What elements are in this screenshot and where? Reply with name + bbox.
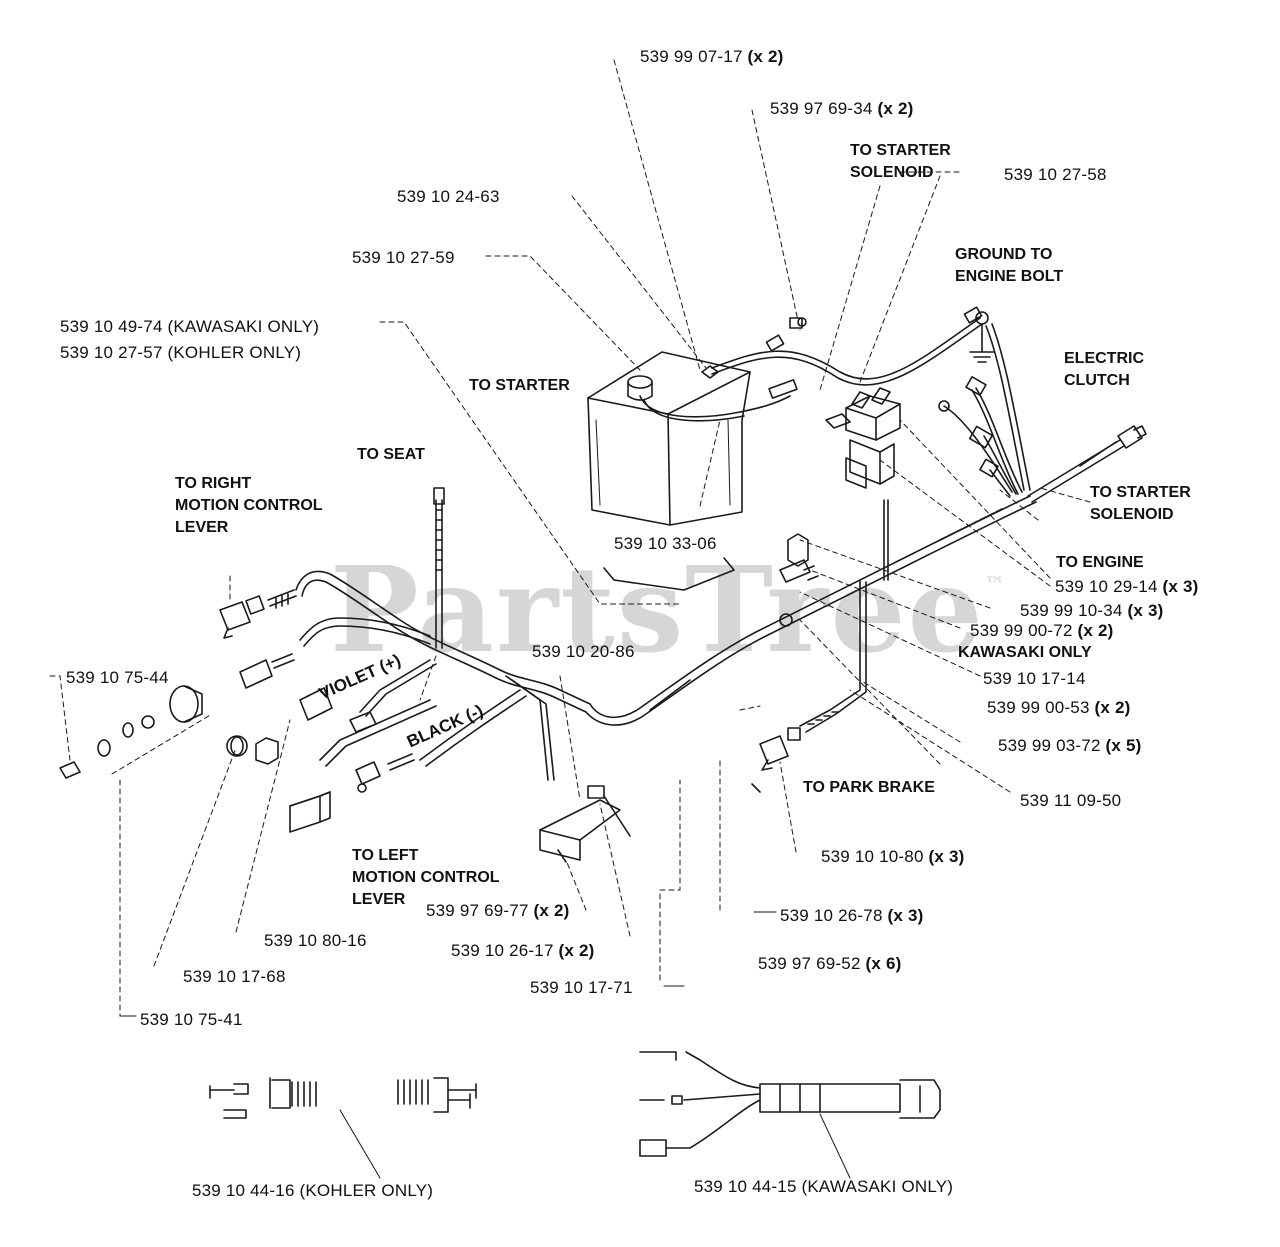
- callout-p13: 539 99 00-53 (x 2): [987, 698, 1131, 717]
- note-to-seat: TO SEAT: [357, 446, 425, 463]
- callout-p12: 539 10 17-14: [983, 669, 1086, 688]
- callout-p6: 539 10 49-74 (KAWASAKI ONLY): [60, 317, 320, 336]
- callout-p26: 539 10 75-41: [140, 1010, 243, 1029]
- callout-p9: 539 10 29-14 (x 3): [1055, 577, 1199, 596]
- callout-p24: 539 10 80-16: [264, 931, 367, 950]
- watermark: PartsTree™: [330, 540, 1007, 679]
- callout-p19: 539 10 20-86: [532, 642, 635, 661]
- park-brake-connector: [751, 727, 801, 793]
- callout-p5: 539 10 27-59: [352, 248, 455, 267]
- relay-block: [825, 387, 901, 489]
- note-to-park-brake: TO PARK BRAKE: [803, 779, 935, 796]
- center-bracket: [539, 533, 819, 863]
- callout-p20: 539 10 75-44: [66, 668, 169, 687]
- left-connectors: [219, 589, 415, 833]
- callout-p15: 539 11 09-50: [1020, 791, 1122, 810]
- callout-p27: 539 10 44-16 (KOHLER ONLY): [192, 1181, 434, 1200]
- callout-p22: 539 10 26-17 (x 2): [451, 941, 595, 960]
- callout-p8: 539 10 33-06: [614, 534, 717, 553]
- main-harness: [295, 487, 1037, 781]
- callout-p21: 539 97 69-77 (x 2): [426, 901, 570, 920]
- note-to-engine: TO ENGINE: [1056, 554, 1144, 571]
- callout-p1: 539 99 07-17 (x 2): [640, 47, 784, 66]
- kawasaki-lead: [639, 1051, 941, 1179]
- note-kawasaki-only: KAWASAKI ONLY: [958, 644, 1092, 661]
- callout-p18: 539 97 69-52 (x 6): [758, 954, 902, 973]
- ground-lead: [969, 311, 1031, 491]
- key-switch: [59, 685, 203, 779]
- callout-p25: 539 10 17-68: [183, 967, 286, 986]
- callout-p14: 539 99 03-72 (x 5): [998, 736, 1142, 755]
- callout-p7: 539 10 27-57 (KOHLER ONLY): [60, 343, 302, 362]
- right-pigtails: [938, 376, 1147, 503]
- callout-p16: 539 10 10-80 (x 3): [821, 847, 965, 866]
- callout-p17: 539 10 26-78 (x 3): [780, 906, 924, 925]
- battery: [587, 351, 798, 526]
- battery-cable: [711, 306, 983, 386]
- leader-lines: [49, 59, 1091, 1017]
- callout-p28: 539 10 44-15 (KAWASAKI ONLY): [694, 1177, 954, 1196]
- callout-p2: 539 97 69-34 (x 2): [770, 99, 914, 118]
- callout-p4: 539 10 24-63: [397, 187, 500, 206]
- callout-p10: 539 99 10-34 (x 3): [1020, 601, 1164, 620]
- callout-p3: 539 10 27-58: [1004, 165, 1107, 184]
- kohler-lead: [209, 1077, 477, 1179]
- note-to-starter: TO STARTER: [469, 377, 570, 394]
- callout-p11: 539 99 00-72 (x 2): [970, 621, 1114, 640]
- callout-p23: 539 10 17-71: [530, 978, 633, 997]
